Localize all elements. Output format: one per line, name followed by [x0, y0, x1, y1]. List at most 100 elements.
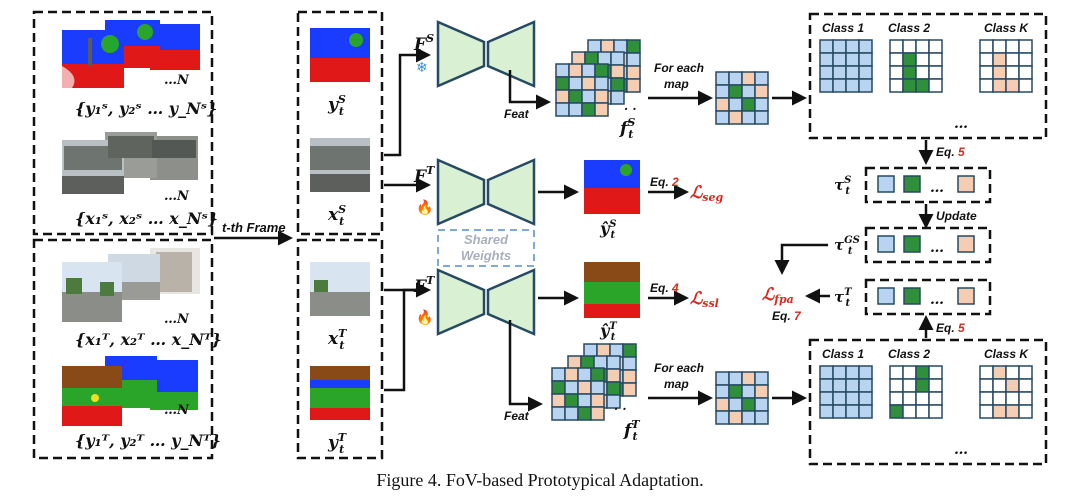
update-label: Update	[936, 209, 977, 223]
class2-grid-cell	[928, 378, 943, 393]
class2-grid-cell	[889, 365, 904, 380]
feature-layer-1-cell	[551, 380, 566, 395]
network-ft-top	[436, 158, 536, 226]
class2-grid-cell	[902, 39, 917, 54]
for-each-bottom-1: For each	[654, 361, 704, 375]
classk-grid-cell	[1005, 404, 1020, 419]
classk-grid-cell	[1005, 378, 1020, 393]
class2-grid-cell	[915, 52, 930, 67]
feature-layer-3-cell	[622, 382, 637, 397]
feature-layer-1-cell	[568, 89, 583, 104]
single-map-cell	[741, 71, 756, 86]
class2-grid-cell	[889, 391, 904, 406]
diagram-canvas: …N {y₁ˢ, y₂ˢ … y_Nˢ} …N {x₁ˢ, x₂ˢ … x_Nˢ…	[32, 10, 1048, 466]
single-map-cell	[754, 84, 769, 99]
classk-grid-cell	[992, 378, 1007, 393]
feature-stack-target	[551, 343, 637, 421]
class2-grid-cell	[915, 391, 930, 406]
feature-layer-1-cell	[555, 63, 570, 78]
feature-layer-2-cell	[606, 368, 621, 383]
single-map-cell	[715, 397, 730, 412]
feature-layer-3-cell	[622, 369, 637, 384]
class-box-target	[808, 338, 1048, 466]
single-map-cell	[728, 110, 743, 125]
class2-grid-cell	[915, 365, 930, 380]
classk-grid-cell	[992, 365, 1007, 380]
single-map-cell	[715, 110, 730, 125]
feature-layer-1-cell	[555, 76, 570, 91]
class1-grid-cell	[832, 391, 847, 406]
classk-grid-cell	[1005, 65, 1020, 80]
single-map-cell	[715, 371, 730, 386]
classk-grid-cell	[979, 65, 994, 80]
class1-grid-cell	[819, 52, 834, 67]
single-map-cell	[754, 371, 769, 386]
flame-icon: 🔥	[416, 199, 433, 216]
feature-layer-2-cell	[610, 90, 625, 105]
feature-layer-3-cell	[626, 39, 641, 54]
proto-ellipsis-t: …	[930, 292, 944, 308]
class1-grid-cell	[858, 52, 873, 67]
class-bottom-1: Class 1	[822, 347, 864, 361]
proto-cell-blue	[877, 175, 895, 193]
target-frame-box	[296, 238, 384, 460]
source-prediction	[584, 160, 640, 214]
target-image-stack	[62, 248, 200, 322]
class1-grid-cell	[845, 65, 860, 80]
frame-source-label	[310, 28, 370, 82]
class2-grid-cell	[915, 78, 930, 93]
classk-grid-cell	[1018, 78, 1033, 93]
classk-grid-cell	[979, 365, 994, 380]
classk-grid-cell	[979, 404, 994, 419]
proto-ellipsis-s: …	[930, 180, 944, 196]
feature-layer-1-cell	[568, 63, 583, 78]
flame-icon-2: 🔥	[416, 309, 433, 326]
eq7-label: Eq. 7	[772, 309, 802, 323]
feature-layer-1-cell	[551, 406, 566, 421]
eq5-top-label: Eq. 5	[936, 145, 965, 159]
feature-layer-1-cell	[577, 380, 592, 395]
feature-layer-1-cell	[594, 89, 609, 104]
feature-layer-2-cell	[580, 355, 595, 370]
feature-layer-2-cell	[606, 355, 621, 370]
feature-layer-1-cell	[581, 89, 596, 104]
feature-layer-3-cell	[626, 78, 641, 93]
single-map-cell	[754, 397, 769, 412]
feature-layer-1-cell	[577, 393, 592, 408]
class2-grid-cell	[928, 65, 943, 80]
single-map-cell	[741, 97, 756, 112]
proto-cell-green	[903, 235, 921, 253]
class2-grid-cell	[902, 52, 917, 67]
proto-cell-peach	[957, 287, 975, 305]
feature-layer-2-cell	[606, 394, 621, 409]
feature-layer-3-cell	[587, 39, 602, 54]
feature-layer-2-cell	[610, 77, 625, 92]
shared-weights-line1: Shared	[464, 232, 509, 247]
class2-grid-cell	[889, 65, 904, 80]
class1-grid-cell	[819, 39, 834, 54]
proto-cell-green	[903, 175, 921, 193]
feat-stack-ellipsis-top: . .	[624, 99, 637, 113]
target-dataset-box	[32, 238, 214, 460]
prototype-cells	[877, 175, 975, 305]
figure-caption: Figure 4. FoV-based Prototypical Adaptat…	[376, 470, 704, 490]
ssl-loss: ℒssl	[690, 289, 719, 310]
class1-grid-cell	[832, 65, 847, 80]
class1-grid-cell	[845, 78, 860, 93]
feature-layer-1-cell	[555, 102, 570, 117]
source-image-set: {x₁ˢ, x₂ˢ … x_Nˢ}	[75, 209, 218, 228]
feature-layer-1-cell	[555, 89, 570, 104]
single-map-cell	[728, 84, 743, 99]
proto-cell-blue	[877, 235, 895, 253]
classk-grid-cell	[992, 65, 1007, 80]
feature-layer-1-cell	[594, 63, 609, 78]
single-map-cell	[741, 397, 756, 412]
ssl-eq-label: Eq. 4	[650, 281, 679, 295]
class1-grid-cell	[819, 78, 834, 93]
classk-grid-cell	[1005, 391, 1020, 406]
class-box-source	[808, 12, 1048, 140]
classk-grid-cell	[1018, 391, 1033, 406]
single-map-cell	[715, 71, 730, 86]
